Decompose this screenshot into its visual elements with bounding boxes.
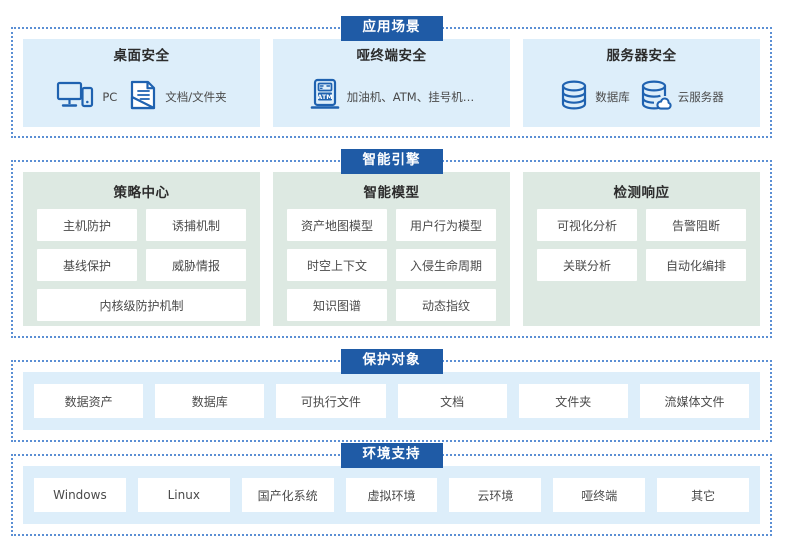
engine-chip-grid: 资产地图模型 用户行为模型 时空上下文 入侵生命周期 知识图谱 动态指纹 xyxy=(287,209,496,321)
engine-chip[interactable]: 时空上下文 xyxy=(287,249,387,281)
engine-chip[interactable]: 内核级防护机制 xyxy=(37,289,246,321)
protected-object-chip[interactable]: 可执行文件 xyxy=(276,384,386,418)
scenario-item-label: 文档/文件夹 xyxy=(165,89,227,104)
section-badge-application-scenario: 应用场景 xyxy=(340,16,443,41)
engine-chip-row: 关联分析 自动化编排 xyxy=(537,249,746,281)
engine-chip[interactable]: 自动化编排 xyxy=(646,249,746,281)
environment-chip[interactable]: 云环境 xyxy=(449,478,542,512)
environment-chip[interactable]: Linux xyxy=(137,478,230,512)
scenario-item-label: PC xyxy=(102,89,118,104)
environment-chip[interactable]: 哑终端 xyxy=(553,478,646,512)
section-environment-support: 环境支持 Windows Linux 国产化系统 虚拟环境 云环境 哑终端 其它 xyxy=(11,443,772,536)
engine-chip[interactable]: 可视化分析 xyxy=(537,209,637,241)
engine-chip[interactable]: 资产地图模型 xyxy=(287,209,387,241)
engine-chip[interactable]: 动态指纹 xyxy=(396,289,496,321)
engine-chip-grid: 可视化分析 告警阻断 关联分析 自动化编排 xyxy=(537,209,746,281)
engine-chip[interactable]: 诱捕机制 xyxy=(146,209,246,241)
section-badge-environment-support: 环境支持 xyxy=(340,443,443,468)
section-application-scenario: 应用场景 桌面安全 xyxy=(11,16,772,138)
scenario-panel-title: 哑终端安全 xyxy=(356,48,427,64)
environment-chip[interactable]: 国产化系统 xyxy=(241,478,334,512)
engine-chip-row: 内核级防护机制 xyxy=(37,289,246,321)
environment-support-row: Windows Linux 国产化系统 虚拟环境 云环境 哑终端 其它 xyxy=(23,466,760,524)
scenario-panel-server-security[interactable]: 服务器安全 数据库 xyxy=(523,39,760,127)
engine-panel-detection-response[interactable]: 检测响应 可视化分析 告警阻断 关联分析 自动化编排 xyxy=(523,172,760,326)
engine-chip-row: 可视化分析 告警阻断 xyxy=(537,209,746,241)
section-badge-intelligent-engine: 智能引擎 xyxy=(340,149,443,174)
svg-text:ATM: ATM xyxy=(317,93,332,101)
scenario-item-database[interactable]: 数据库 xyxy=(559,79,630,115)
environment-chip[interactable]: Windows xyxy=(34,478,126,512)
protected-object-chip[interactable]: 文档 xyxy=(397,384,507,418)
engine-chip[interactable]: 主机防护 xyxy=(37,209,137,241)
database-icon xyxy=(559,79,589,115)
engine-panel-title: 智能模型 xyxy=(363,185,420,201)
scenario-item-list: PC 文档/文件 xyxy=(23,66,260,127)
engine-chip[interactable]: 入侵生命周期 xyxy=(396,249,496,281)
scenario-panel-dumb-terminal-security[interactable]: 哑终端安全 ATM 加 xyxy=(273,39,510,127)
engine-chip[interactable]: 基线保护 xyxy=(37,249,137,281)
engine-panel-title: 检测响应 xyxy=(613,185,670,201)
engine-panel-intelligent-model[interactable]: 智能模型 资产地图模型 用户行为模型 时空上下文 入侵生命周期 知识图谱 动态指… xyxy=(273,172,510,326)
engine-chip-row: 基线保护 威胁情报 xyxy=(37,249,246,281)
engine-chip-row: 时空上下文 入侵生命周期 xyxy=(287,249,496,281)
cloud-server-icon xyxy=(640,79,672,115)
section-badge-protected-objects: 保护对象 xyxy=(340,349,443,374)
document-folder-icon xyxy=(127,79,159,115)
engine-chip[interactable]: 知识图谱 xyxy=(287,289,387,321)
engine-chip[interactable]: 告警阻断 xyxy=(646,209,746,241)
engine-chip-grid: 主机防护 诱捕机制 基线保护 威胁情报 内核级防护机制 xyxy=(37,209,246,321)
environment-chip[interactable]: 虚拟环境 xyxy=(345,478,438,512)
scenario-panel-title: 桌面安全 xyxy=(113,48,170,64)
engine-panel-policy-center[interactable]: 策略中心 主机防护 诱捕机制 基线保护 威胁情报 内核级防护机制 xyxy=(23,172,260,326)
section-intelligent-engine: 智能引擎 策略中心 主机防护 诱捕机制 基线保护 威胁情报 内核级防护机制 xyxy=(11,149,772,338)
protected-object-chip[interactable]: 文件夹 xyxy=(518,384,628,418)
engine-panel-row: 策略中心 主机防护 诱捕机制 基线保护 威胁情报 内核级防护机制 xyxy=(23,172,760,326)
atm-terminal-icon: ATM xyxy=(309,78,341,116)
engine-chip[interactable]: 威胁情报 xyxy=(146,249,246,281)
protected-object-chip[interactable]: 流媒体文件 xyxy=(639,384,750,418)
scenario-item-list: 数据库 云服务器 xyxy=(523,66,760,127)
engine-chip[interactable]: 关联分析 xyxy=(537,249,637,281)
scenario-item-label: 云服务器 xyxy=(677,89,724,104)
scenario-panel-row: 桌面安全 PC xyxy=(23,39,760,127)
scenario-item-label: 数据库 xyxy=(595,89,630,104)
scenario-item-document-folder[interactable]: 文档/文件夹 xyxy=(127,79,227,115)
protected-object-chip[interactable]: 数据库 xyxy=(155,384,265,418)
engine-chip-row: 主机防护 诱捕机制 xyxy=(37,209,246,241)
protected-objects-row: 数据资产 数据库 可执行文件 文档 文件夹 流媒体文件 xyxy=(23,372,760,430)
scenario-item-cloud-server[interactable]: 云服务器 xyxy=(640,79,724,115)
engine-chip-row: 知识图谱 动态指纹 xyxy=(287,289,496,321)
scenario-item-atm[interactable]: ATM 加油机、ATM、挂号机… xyxy=(309,78,474,116)
section-protected-objects: 保护对象 数据资产 数据库 可执行文件 文档 文件夹 流媒体文件 xyxy=(11,349,772,442)
scenario-item-list: ATM 加油机、ATM、挂号机… xyxy=(273,66,510,127)
scenario-panel-title: 服务器安全 xyxy=(606,48,677,64)
protected-object-chip[interactable]: 数据资产 xyxy=(34,384,144,418)
engine-chip[interactable]: 用户行为模型 xyxy=(396,209,496,241)
engine-panel-title: 策略中心 xyxy=(113,185,170,201)
scenario-item-pc[interactable]: PC xyxy=(56,79,117,115)
scenario-panel-desktop-security[interactable]: 桌面安全 PC xyxy=(23,39,260,127)
engine-chip-row: 资产地图模型 用户行为模型 xyxy=(287,209,496,241)
environment-chip[interactable]: 其它 xyxy=(657,478,750,512)
scenario-item-label: 加油机、ATM、挂号机… xyxy=(346,89,475,104)
desktop-pc-icon xyxy=(56,79,96,115)
